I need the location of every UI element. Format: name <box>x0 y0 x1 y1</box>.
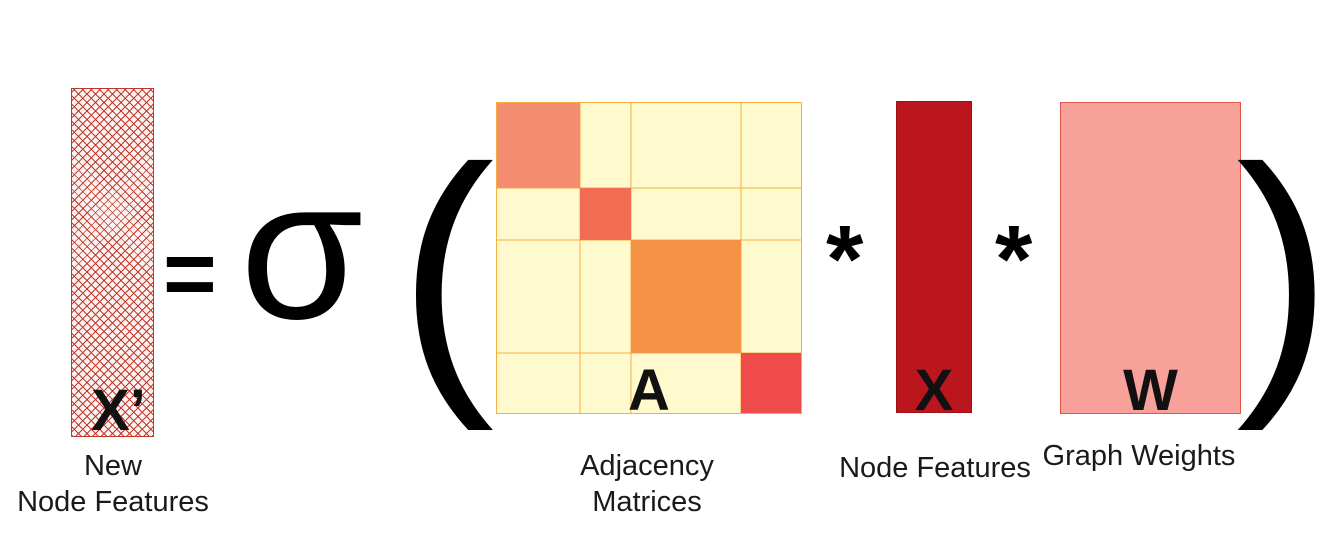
multiply-sign-1: * <box>826 206 864 313</box>
node-features-matrix <box>896 101 972 413</box>
adjacency-block-3 <box>631 240 741 353</box>
graph-weights-matrix <box>1060 102 1241 414</box>
sigma-activation-symbol: σ <box>240 138 364 361</box>
adjacency-block-4 <box>741 353 801 413</box>
adjacency-matrix-label: A <box>628 358 670 423</box>
new-node-features-label: X’ <box>91 378 146 443</box>
equals-sign: = <box>163 223 217 325</box>
new-node-features-caption-line1: New <box>83 450 142 482</box>
adjacency-block-2 <box>580 188 631 240</box>
close-parenthesis: ) <box>1236 125 1319 415</box>
adjacency-caption-line1: Adjacency <box>580 450 714 482</box>
adjacency-caption-line2: Matrices <box>592 486 702 518</box>
node-features-label: X <box>914 358 954 423</box>
graph-weights-caption: Graph Weights <box>1042 440 1236 472</box>
new-node-features-matrix <box>71 88 154 437</box>
node-features-caption: Node Features <box>839 452 1031 484</box>
new-node-features-caption-line2: Node Features <box>17 486 209 518</box>
adjacency-matrix <box>496 102 802 414</box>
adjacency-block-1 <box>497 103 580 188</box>
multiply-sign-2: * <box>995 206 1033 313</box>
open-parenthesis: ( <box>398 108 495 432</box>
graph-weights-label: W <box>1123 358 1178 423</box>
